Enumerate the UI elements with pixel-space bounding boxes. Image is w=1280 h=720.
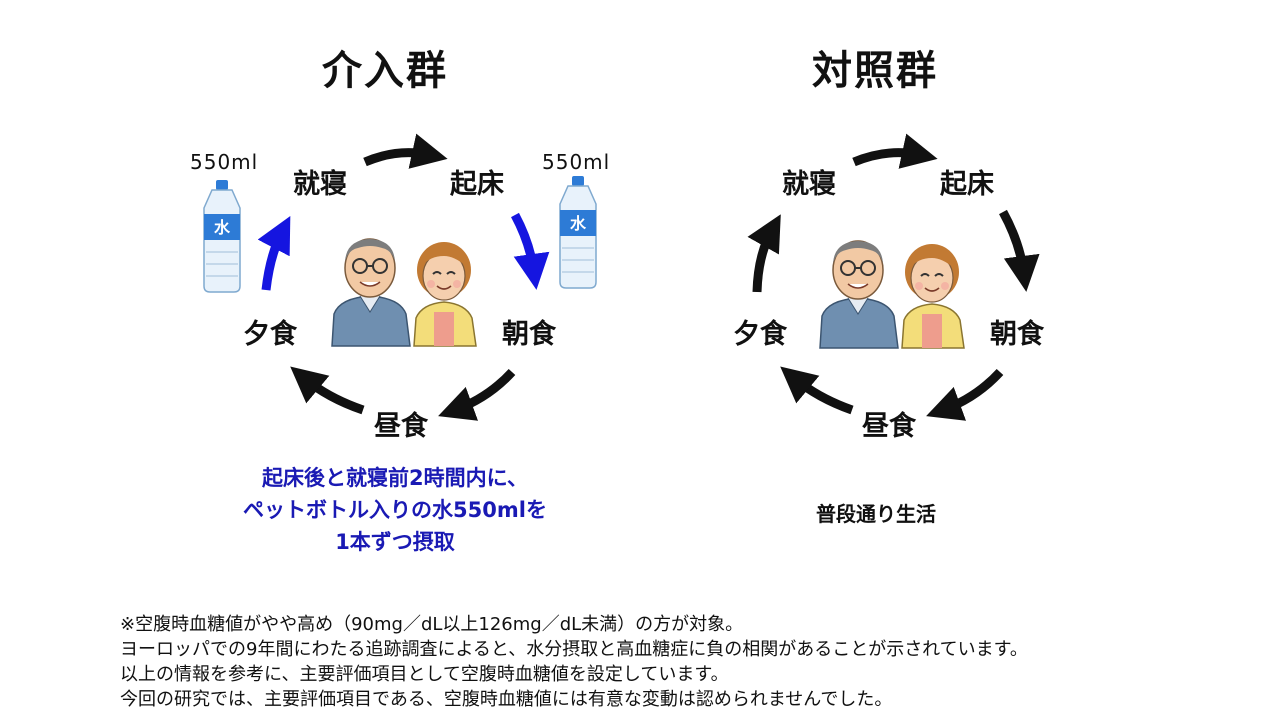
footer-line-2: ヨーロッパでの9年間にわたる追跡調査によると、水分摂取と高血糖症に負の相関がある… <box>120 639 1028 660</box>
intervention-label-breakfast: 朝食 <box>502 319 556 350</box>
intervention-note: 起床後と就寝前2時間内に、 ペットボトル入りの水550mlを 1本ずつ摂取 <box>200 462 590 558</box>
intervention-label-wake: 起床 <box>450 169 504 200</box>
control-label-lunch: 昼食 <box>862 411 916 442</box>
footer-line-1: ※空腹時血糖値がやや高め（90mg／dL以上126mg／dL未満）の方が対象。 <box>120 614 744 635</box>
control-label-wake: 起床 <box>940 169 994 200</box>
intervention-title: 介入群 <box>322 48 448 94</box>
control-elderly-couple-illustration <box>819 240 965 349</box>
control-arrow-dinner-to-bedtime <box>747 214 781 293</box>
arrow-bedtime-to-wake <box>363 133 448 169</box>
elderly-couple-illustration <box>331 238 477 347</box>
control-label-dinner: 夕食 <box>733 319 787 350</box>
footer-line-3: 以上の情報を参考に、主要評価項目として空腹時血糖値を設定しています。 <box>120 664 729 685</box>
bottle-left-icon: 水 <box>203 180 241 293</box>
intervention-label-lunch: 昼食 <box>374 411 428 442</box>
control-arrow-lunch-to-dinner <box>780 366 854 415</box>
footer-line-4: 今回の研究では、主要評価項目である、空腹時血糖値には有意な変動は認められませんで… <box>120 689 893 710</box>
arrow-dinner-to-bedtime <box>257 216 291 291</box>
control-cycle-arrows <box>747 133 1040 421</box>
bottle-right-label: 水 <box>570 214 587 233</box>
bottle-right-volume: 550ml <box>542 150 611 174</box>
footer-notes: ※空腹時血糖値がやや高め（90mg／dL以上126mg／dL未満）の方が対象。 … <box>120 612 1240 712</box>
control-label-breakfast: 朝食 <box>990 319 1044 350</box>
arrow-breakfast-to-lunch <box>438 368 516 421</box>
intervention-note-line-3: 1本ずつ摂取 <box>335 530 455 554</box>
bottle-right-icon: 水 <box>559 176 597 289</box>
bottle-left-label: 水 <box>214 218 231 237</box>
intervention-label-bedtime: 就寝 <box>293 169 347 200</box>
intervention-label-dinner: 夕食 <box>243 319 297 350</box>
control-title: 対照群 <box>812 48 938 94</box>
control-label-bedtime: 就寝 <box>782 169 836 200</box>
bottle-left-volume: 550ml <box>190 150 259 174</box>
intervention-note-line-2: ペットボトル入りの水550mlを <box>243 498 547 522</box>
control-note: 普段通り生活 <box>816 502 936 526</box>
control-arrow-breakfast-to-lunch <box>926 368 1004 421</box>
intervention-note-line-1: 起床後と就寝前2時間内に、 <box>262 466 528 490</box>
arrow-lunch-to-dinner <box>290 366 365 415</box>
intervention-cycle-arrows <box>257 133 550 421</box>
arrow-wake-to-breakfast <box>511 212 550 290</box>
control-arrow-wake-to-breakfast <box>999 209 1040 292</box>
control-arrow-bedtime-to-wake <box>852 133 938 169</box>
